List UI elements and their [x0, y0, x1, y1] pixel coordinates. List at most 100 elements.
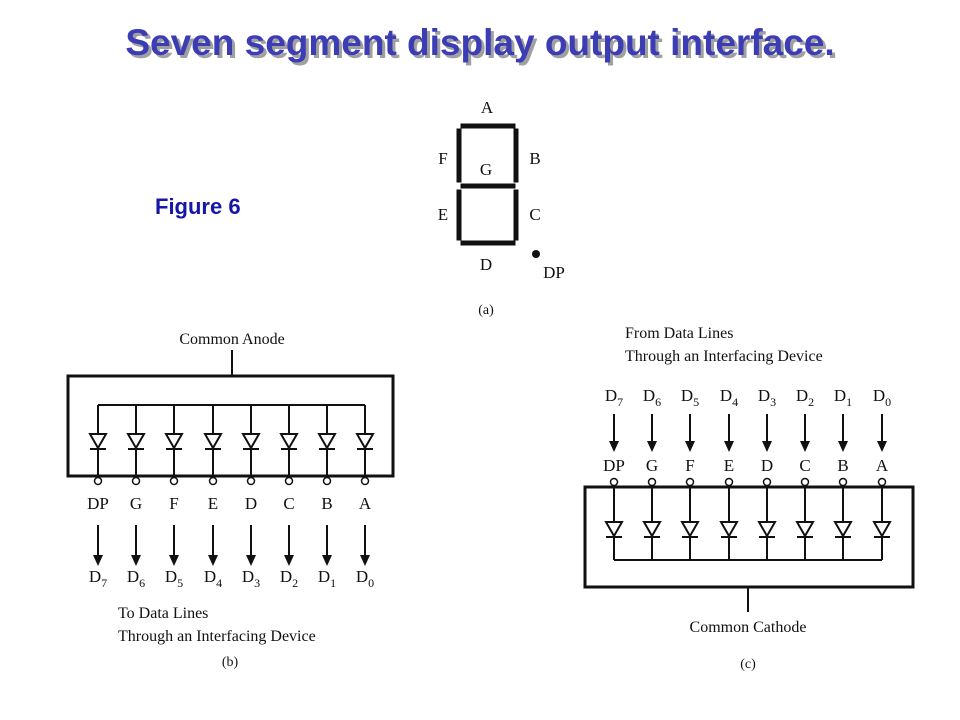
- label-segment-d: D: [480, 255, 492, 274]
- anode-pin: [246, 476, 256, 486]
- cathode-arrow-head: [838, 441, 848, 452]
- cathode-data-label: D7: [605, 386, 623, 409]
- anode-package-box: [66, 374, 395, 478]
- anode-data-label: D5: [165, 567, 183, 590]
- cathode-segment-label: DP: [603, 456, 625, 475]
- cathode-diodes: [604, 477, 892, 560]
- cathode-segment-label: C: [799, 456, 810, 475]
- anode-pin: [208, 476, 218, 486]
- cathode-segment-label: D: [761, 456, 773, 475]
- cathode-pin: [685, 477, 695, 487]
- slide-title: Seven segment display output interface.: [125, 22, 835, 63]
- label-common-anode: Common Anode: [179, 331, 284, 348]
- cathode-diode: [872, 521, 892, 539]
- cathode-pin: [800, 477, 810, 487]
- cathode-package-box: [583, 485, 915, 589]
- cathode-segment-label: G: [646, 456, 658, 475]
- anode-note-line2: Through an Interfacing Device: [118, 628, 316, 645]
- cathode-arrow-head: [877, 441, 887, 452]
- cathode-data-label: D3: [758, 386, 776, 409]
- anode-segment-label: E: [208, 494, 218, 513]
- anode-data-labels: D7 D6 D5 D4 D3 D2 D1 D0: [89, 567, 374, 590]
- anode-data-label: D6: [127, 567, 145, 590]
- anode-pin: [169, 476, 179, 486]
- decimal-point-dot: [532, 250, 540, 258]
- label-segment-f: F: [438, 149, 447, 168]
- cathode-segment-label: F: [685, 456, 694, 475]
- anode-diode: [317, 433, 337, 451]
- cathode-note-line1: From Data Lines: [625, 325, 733, 342]
- anode-diode: [355, 433, 375, 451]
- cathode-diode: [757, 521, 777, 539]
- figure-label: Figure 6: [155, 194, 241, 219]
- anode-arrow-head: [322, 555, 332, 566]
- label-segment-g: G: [480, 160, 492, 179]
- anode-diodes: [88, 405, 375, 486]
- anode-segment-label: G: [130, 494, 142, 513]
- cathode-data-label: D0: [873, 386, 891, 409]
- anode-diode: [279, 433, 299, 451]
- anode-arrow-head: [208, 555, 218, 566]
- caption-a: (a): [478, 303, 494, 318]
- cathode-pin: [762, 477, 772, 487]
- cathode-arrow-head: [647, 441, 657, 452]
- anode-arrow-head: [246, 555, 256, 566]
- anode-segment-label: A: [359, 494, 372, 513]
- anode-pin: [322, 476, 332, 486]
- anode-segment-label: D: [245, 494, 257, 513]
- cathode-pin: [838, 477, 848, 487]
- anode-arrow-head: [131, 555, 141, 566]
- cathode-pin: [877, 477, 887, 487]
- anode-data-label: D2: [280, 567, 298, 590]
- cathode-arrow-head: [762, 441, 772, 452]
- cathode-data-label: D6: [643, 386, 661, 409]
- cathode-pin: [647, 477, 657, 487]
- anode-data-label: D1: [318, 567, 336, 590]
- anode-pin: [360, 476, 370, 486]
- anode-arrow-head: [360, 555, 370, 566]
- cathode-pin: [609, 477, 619, 487]
- anode-diode: [126, 433, 146, 451]
- label-segment-e: E: [438, 205, 448, 224]
- anode-pin: [131, 476, 141, 486]
- cathode-data-label: D4: [720, 386, 738, 409]
- anode-diode: [241, 433, 261, 451]
- cathode-input-arrows: [609, 414, 887, 452]
- anode-pin: [284, 476, 294, 486]
- anode-diode: [88, 433, 108, 451]
- cathode-diode: [642, 521, 662, 539]
- cathode-diode: [795, 521, 815, 539]
- cathode-diode: [833, 521, 853, 539]
- cathode-data-label: D5: [681, 386, 699, 409]
- cathode-arrow-head: [724, 441, 734, 452]
- label-segment-c: C: [529, 205, 540, 224]
- cathode-segment-label: B: [837, 456, 848, 475]
- anode-data-label: D7: [89, 567, 107, 590]
- cathode-diode: [680, 521, 700, 539]
- cathode-pin: [724, 477, 734, 487]
- cathode-note-line2: Through an Interfacing Device: [625, 348, 823, 365]
- cathode-segment-label: A: [876, 456, 889, 475]
- anode-output-arrows: [93, 525, 370, 566]
- anode-data-label: D3: [242, 567, 260, 590]
- label-common-cathode: Common Cathode: [690, 619, 807, 636]
- caption-b: (b): [222, 655, 239, 670]
- anode-data-label: D4: [204, 567, 222, 590]
- caption-c: (c): [740, 657, 756, 672]
- label-decimal-point: DP: [543, 263, 565, 282]
- anode-pin: [93, 476, 103, 486]
- cathode-data-label: D2: [796, 386, 814, 409]
- anode-segment-label: DP: [87, 494, 109, 513]
- cathode-arrow-head: [685, 441, 695, 452]
- panel-c-common-cathode: From Data Lines Through an Interfacing D…: [583, 325, 915, 672]
- panel-a-digit: A F G B E C D DP (a): [438, 98, 565, 318]
- anode-diode: [164, 433, 184, 451]
- anode-segment-label: F: [169, 494, 178, 513]
- anode-segment-label: C: [283, 494, 294, 513]
- label-segment-a: A: [481, 98, 494, 117]
- anode-data-label: D0: [356, 567, 374, 590]
